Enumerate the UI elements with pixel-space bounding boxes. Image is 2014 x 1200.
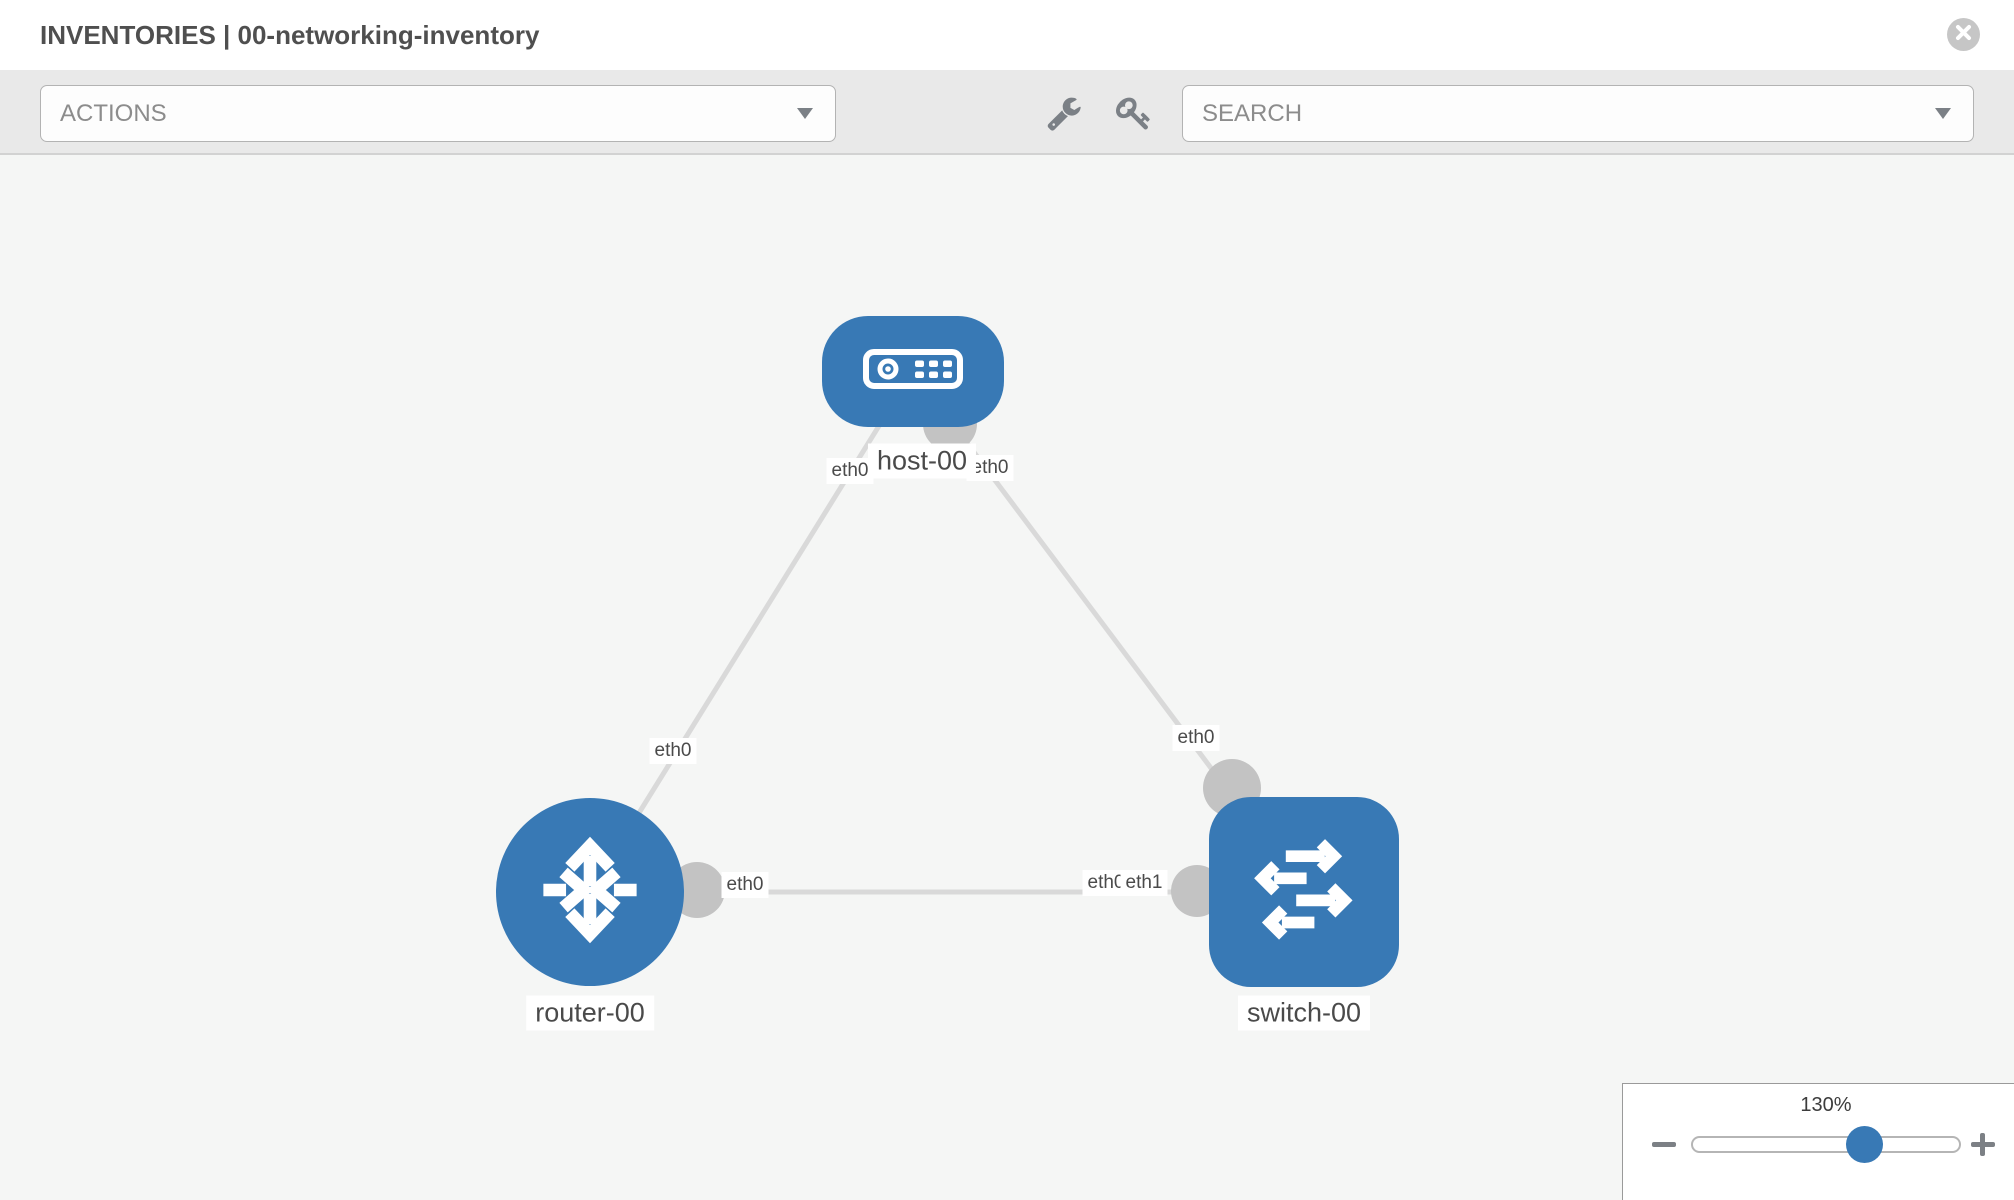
actions-dropdown[interactable]: ACTIONS xyxy=(40,85,836,142)
topology-canvas[interactable]: eth0 eth0 eth0 eth0 eth0 eth0 eth1 host-… xyxy=(0,155,2014,1200)
header-bar: INVENTORIES | 00-networking-inventory xyxy=(0,0,2014,70)
node-label-host-00: host-00 xyxy=(867,443,977,479)
interface-label-switch-eth0-top: eth0 xyxy=(1172,725,1220,751)
zoom-level-readout: 130% xyxy=(1800,1094,1852,1116)
chevron-down-icon xyxy=(1935,108,1951,119)
switch-arrows-icon xyxy=(1239,825,1369,960)
toolbar: ACTIONS SEARCH xyxy=(0,70,2014,155)
link-host-router xyxy=(587,369,916,894)
interface-label-host-eth0-left: eth0 xyxy=(826,458,874,484)
zoom-in-button[interactable] xyxy=(1970,1130,1996,1158)
node-switch-00[interactable] xyxy=(1209,797,1399,987)
close-button[interactable] xyxy=(1947,18,1980,51)
zoom-slider-knob[interactable] xyxy=(1846,1126,1883,1163)
zoom-slider-track[interactable] xyxy=(1691,1136,1961,1153)
wrench-icon[interactable] xyxy=(1046,95,1082,131)
zoom-panel: 130% xyxy=(1622,1083,2014,1200)
key-icon[interactable] xyxy=(1116,95,1152,131)
zoom-out-button[interactable] xyxy=(1651,1130,1677,1158)
minus-icon xyxy=(1652,1142,1676,1147)
search-dropdown-label: SEARCH xyxy=(1202,99,1303,127)
host-device-icon xyxy=(863,349,963,394)
links-layer xyxy=(587,369,1306,918)
interface-label-router-eth0-right: eth0 xyxy=(721,872,769,898)
node-label-switch-00: switch-00 xyxy=(1237,995,1371,1031)
node-router-00[interactable] xyxy=(496,798,684,986)
node-label-router-00: router-00 xyxy=(526,995,654,1031)
close-icon xyxy=(1954,23,1973,47)
interface-label-switch-eth1-left: eth1 xyxy=(1120,870,1168,896)
chevron-down-icon xyxy=(797,108,813,119)
interface-label-router-eth0-top: eth0 xyxy=(649,738,697,764)
search-dropdown[interactable]: SEARCH xyxy=(1182,85,1974,142)
node-host-00[interactable] xyxy=(822,316,1004,427)
actions-dropdown-label: ACTIONS xyxy=(60,99,167,127)
page-title: INVENTORIES | 00-networking-inventory xyxy=(40,20,540,50)
router-arrows-icon xyxy=(527,827,653,958)
